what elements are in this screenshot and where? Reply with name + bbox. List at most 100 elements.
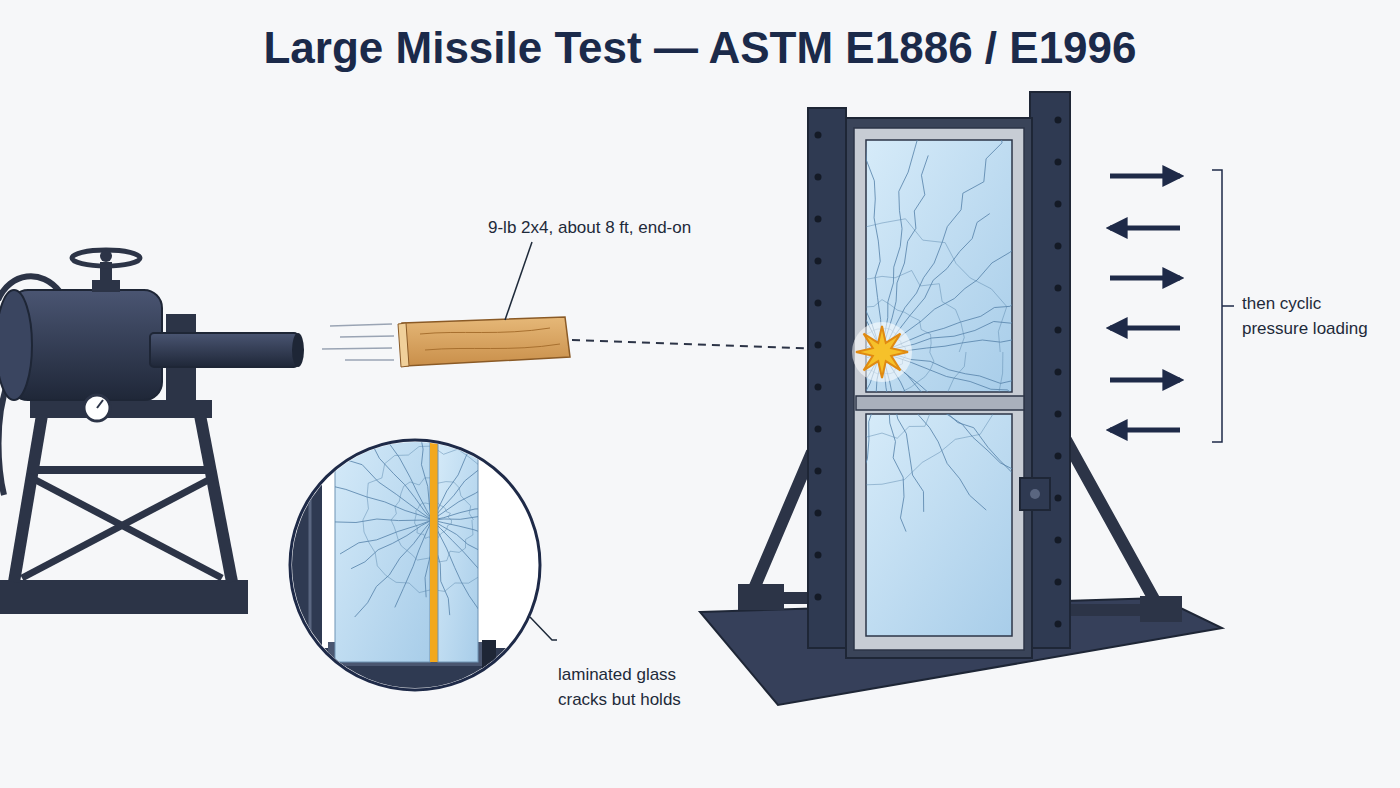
- glass-crack: [790, 158, 882, 352]
- speed-line: [322, 348, 392, 349]
- column-hole: [815, 426, 822, 433]
- glass-cracks: [613, 73, 1134, 625]
- cannon-barrel: [150, 333, 298, 367]
- speed-line: [330, 324, 392, 326]
- column-hole: [1055, 327, 1062, 334]
- glass-crack: [432, 435, 501, 520]
- glass-crack: [411, 375, 432, 520]
- column-hole: [815, 258, 822, 265]
- column-hole: [815, 342, 822, 349]
- column-hole: [1055, 411, 1062, 418]
- barrel-muzzle: [292, 333, 304, 367]
- glass-crack: [395, 520, 432, 607]
- stand-brace: [22, 476, 216, 578]
- glass-pane: [866, 414, 1012, 636]
- glass-crack-ring: [363, 446, 507, 592]
- glass-crack: [660, 306, 882, 352]
- meeting-rail: [856, 396, 1024, 410]
- glass-crack: [432, 520, 542, 543]
- callout-label: then cyclic pressure loading: [1242, 291, 1387, 341]
- window-frame: [846, 118, 1032, 658]
- pressure-arrow: [1110, 326, 1180, 331]
- interlayer: [430, 420, 438, 662]
- clamp-bolt: [1030, 489, 1040, 499]
- column-hole: [1055, 579, 1062, 586]
- stand-leg: [200, 415, 232, 582]
- pressure-arrow: [1110, 226, 1180, 231]
- frame-section: [286, 420, 560, 700]
- glass-crack: [882, 108, 1021, 352]
- lumber-missile: [402, 317, 570, 366]
- glass-crack: [842, 352, 882, 625]
- stand-brace: [30, 466, 214, 474]
- bracket: [1212, 170, 1234, 442]
- rig-brace: [750, 452, 812, 598]
- stand-leg: [14, 415, 42, 582]
- gauge-needle: [97, 400, 103, 408]
- glass-crack: [882, 352, 1134, 412]
- glass-crack: [648, 352, 882, 526]
- pressure-arrow: [1110, 428, 1180, 433]
- speed-line: [345, 359, 394, 361]
- rig-column: [1030, 92, 1070, 648]
- rig-foot: [738, 584, 784, 610]
- column-hole: [815, 384, 822, 391]
- rig-clamp: [1020, 478, 1050, 510]
- window-sash: [854, 128, 1024, 650]
- column-hole: [1055, 621, 1062, 628]
- leader-line: [530, 617, 557, 640]
- glass-crack: [882, 352, 1131, 429]
- column-hole: [815, 132, 822, 139]
- pressure-arrow: [1110, 174, 1180, 179]
- pressure-gauge: [84, 395, 110, 421]
- column-hole: [1055, 117, 1062, 124]
- column-hole: [1055, 243, 1062, 250]
- glass-crack: [882, 352, 1105, 534]
- glass-crack: [633, 348, 882, 361]
- glass-crack-ring: [752, 219, 1007, 485]
- air-pipe: [0, 382, 8, 495]
- column-hole: [1055, 369, 1062, 376]
- column-hole: [815, 552, 822, 559]
- rig-brace: [1066, 440, 1160, 610]
- column-hole: [815, 174, 822, 181]
- column-hole: [1055, 201, 1062, 208]
- glass-crack-ring: [391, 478, 473, 562]
- valve-hub: [100, 250, 112, 262]
- impact-star: [856, 326, 908, 378]
- glass-crack: [882, 352, 1073, 520]
- column-hole: [815, 594, 822, 601]
- glass-crack: [340, 520, 432, 554]
- glass-cracks: [308, 375, 554, 631]
- speed-line: [340, 336, 394, 337]
- diagram-title: Large Missile Test — ASTM E1886 / E1996: [0, 20, 1400, 76]
- inset-detail: [286, 375, 560, 700]
- pressure-arrow: [1110, 378, 1180, 383]
- valve-body: [92, 280, 120, 292]
- glass-crack: [882, 73, 932, 352]
- callout-label: laminated glass cracks but holds: [558, 662, 708, 712]
- glass-crack: [373, 445, 432, 520]
- glass-crack: [432, 467, 510, 520]
- wood-grain: [420, 328, 560, 350]
- column-hole: [815, 510, 822, 517]
- glass-crack-ring: [830, 300, 934, 403]
- glass-crack-ring: [794, 270, 966, 438]
- column-hole: [1055, 537, 1062, 544]
- pressure-arrow: [1110, 276, 1180, 281]
- glass-crack: [776, 352, 882, 600]
- leader-line: [505, 242, 532, 320]
- column-hole: [1055, 453, 1062, 460]
- glass-crack: [432, 495, 534, 520]
- glass-crack: [432, 520, 504, 567]
- valve-wheel: [72, 250, 140, 266]
- column-hole: [1055, 159, 1062, 166]
- column-hole: [815, 468, 822, 475]
- column-hole: [815, 300, 822, 307]
- rig-column: [808, 108, 846, 648]
- glass-crack: [742, 352, 882, 507]
- rig-foot: [1140, 596, 1182, 622]
- tank-end-cap: [0, 290, 32, 400]
- glass-crack: [432, 520, 490, 631]
